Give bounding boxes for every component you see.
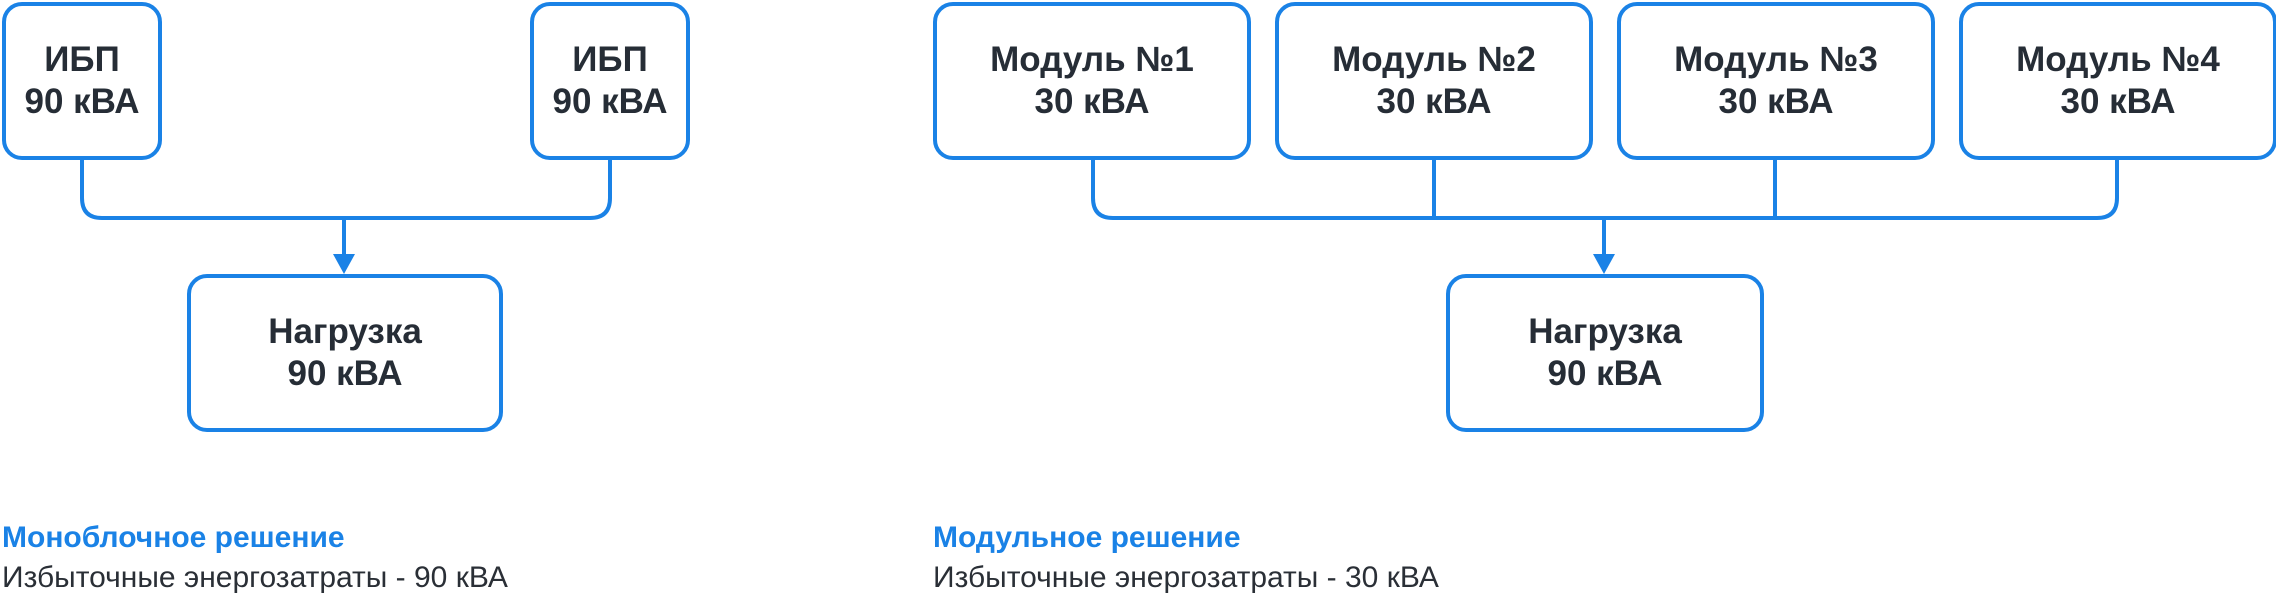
module-1-name: Модуль №1 [990, 40, 1194, 79]
left-connector-b [342, 158, 612, 220]
caption-modular: Модульное решение Избыточные энергозатра… [933, 518, 1439, 598]
load-left-name: Нагрузка [268, 312, 422, 351]
left-connector-a [80, 158, 346, 220]
module-3-power: 30 кВА [1718, 82, 1834, 121]
load-box-left: Нагрузка 90 кВА [187, 274, 503, 432]
ups-1-power: 90 кВА [24, 82, 140, 121]
ups-2-power: 90 кВА [552, 82, 668, 121]
module-1-power: 30 кВА [1034, 82, 1150, 121]
caption-monoblock-title: Моноблочное решение [2, 521, 345, 554]
module-box-1: Модуль №1 30 кВА [933, 2, 1251, 160]
caption-modular-title: Модульное решение [933, 521, 1241, 554]
module-box-2: Модуль №2 30 кВА [1275, 2, 1593, 160]
load-box-right: Нагрузка 90 кВА [1446, 274, 1764, 432]
module-4-name: Модуль №4 [2016, 40, 2220, 79]
ups-2-name: ИБП [572, 40, 648, 79]
caption-modular-text: Избыточные энергозатраты - 30 кВА [933, 561, 1439, 594]
ups-box-1: ИБП 90 кВА [2, 2, 162, 160]
module-2-power: 30 кВА [1376, 82, 1492, 121]
ups-1-name: ИБП [44, 40, 120, 79]
module-box-4: Модуль №4 30 кВА [1959, 2, 2276, 160]
right-connector-bus [1091, 158, 2119, 220]
load-right-name: Нагрузка [1528, 312, 1682, 351]
module-3-name: Модуль №3 [1674, 40, 1878, 79]
ups-box-2: ИБП 90 кВА [530, 2, 690, 160]
module-4-power: 30 кВА [2060, 82, 2176, 121]
load-left-power: 90 кВА [287, 354, 403, 393]
load-right-power: 90 кВА [1547, 354, 1663, 393]
module-2-name: Модуль №2 [1332, 40, 1536, 79]
right-arrow-head [1593, 254, 1615, 274]
module-box-3: Модуль №3 30 кВА [1617, 2, 1935, 160]
caption-monoblock: Моноблочное решение Избыточные энергозат… [2, 518, 508, 598]
left-arrow-head [333, 254, 355, 274]
caption-monoblock-text: Избыточные энергозатраты - 90 кВА [2, 561, 508, 594]
